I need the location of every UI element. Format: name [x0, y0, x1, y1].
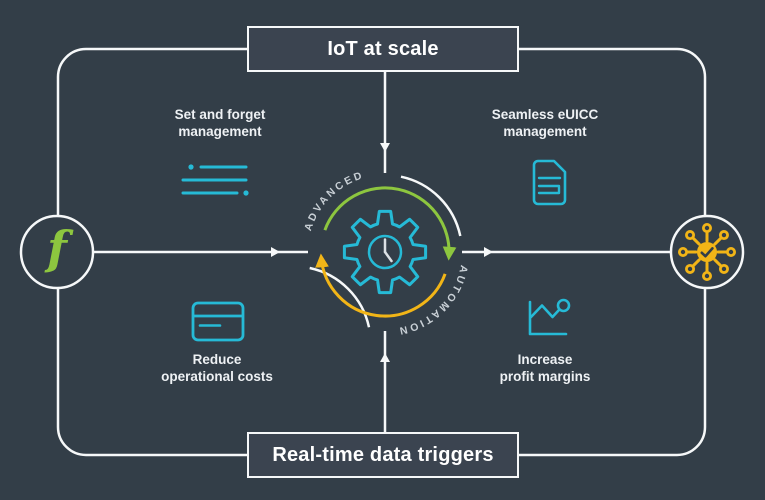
- quadrant-tl-line2: management: [178, 124, 262, 139]
- quadrant-tl-line1: Set and forget: [174, 107, 266, 122]
- quadrant-label-top-right: Seamless eUICC management: [460, 106, 630, 140]
- quadrant-tr-line2: management: [503, 124, 587, 139]
- green-rotation-arc: [323, 186, 457, 261]
- clock-hour-hand: [383, 250, 393, 263]
- bottom-box-label: Real-time data triggers: [272, 443, 494, 466]
- center-ring-ne-arc: [400, 175, 462, 237]
- quadrant-bl-line1: Reduce: [192, 352, 242, 367]
- network-check-icon: [677, 222, 736, 281]
- quadrant-bl-line2: operational costs: [161, 369, 273, 384]
- center-ring: [309, 175, 462, 328]
- gear-outline: [342, 209, 428, 295]
- arrow-right-icon: [271, 247, 280, 257]
- bottom-box-realtime-triggers: Real-time data triggers: [247, 432, 519, 478]
- left-node-circle: f: [19, 214, 95, 290]
- arrow-up-icon: [380, 353, 390, 362]
- quadrant-label-bottom-left: Reduce operational costs: [132, 351, 302, 385]
- quadrant-br-line1: Increase: [517, 352, 573, 367]
- arrow-down-icon: [380, 143, 390, 152]
- quadrant-br-line2: profit margins: [499, 369, 591, 384]
- quadrant-label-bottom-right: Increase profit margins: [460, 351, 630, 385]
- yellow-rotation-arc: [315, 253, 447, 318]
- clock-icon: [367, 234, 403, 270]
- center-gear-icon: [342, 209, 428, 295]
- center-ring-sw-arc: [309, 266, 371, 328]
- list-lines-icon: [181, 164, 249, 196]
- sim-card-icon: [532, 159, 567, 206]
- automation-arc-label-wrap: AUTOMATION: [396, 264, 470, 337]
- top-box-iot-at-scale: IoT at scale: [247, 26, 519, 72]
- connector-arrowheads: [271, 143, 493, 362]
- top-box-label: IoT at scale: [327, 37, 439, 60]
- quadrant-label-top-left: Set and forget management: [135, 106, 305, 140]
- right-node-circle: [669, 214, 745, 290]
- credit-card-icon: [191, 301, 245, 342]
- automation-arc-label: AUTOMATION: [396, 264, 467, 337]
- arrow-right-icon: [484, 247, 493, 257]
- line-chart-icon: [528, 298, 571, 336]
- check-icon: [700, 247, 714, 258]
- quadrant-tr-line1: Seamless eUICC: [491, 107, 599, 122]
